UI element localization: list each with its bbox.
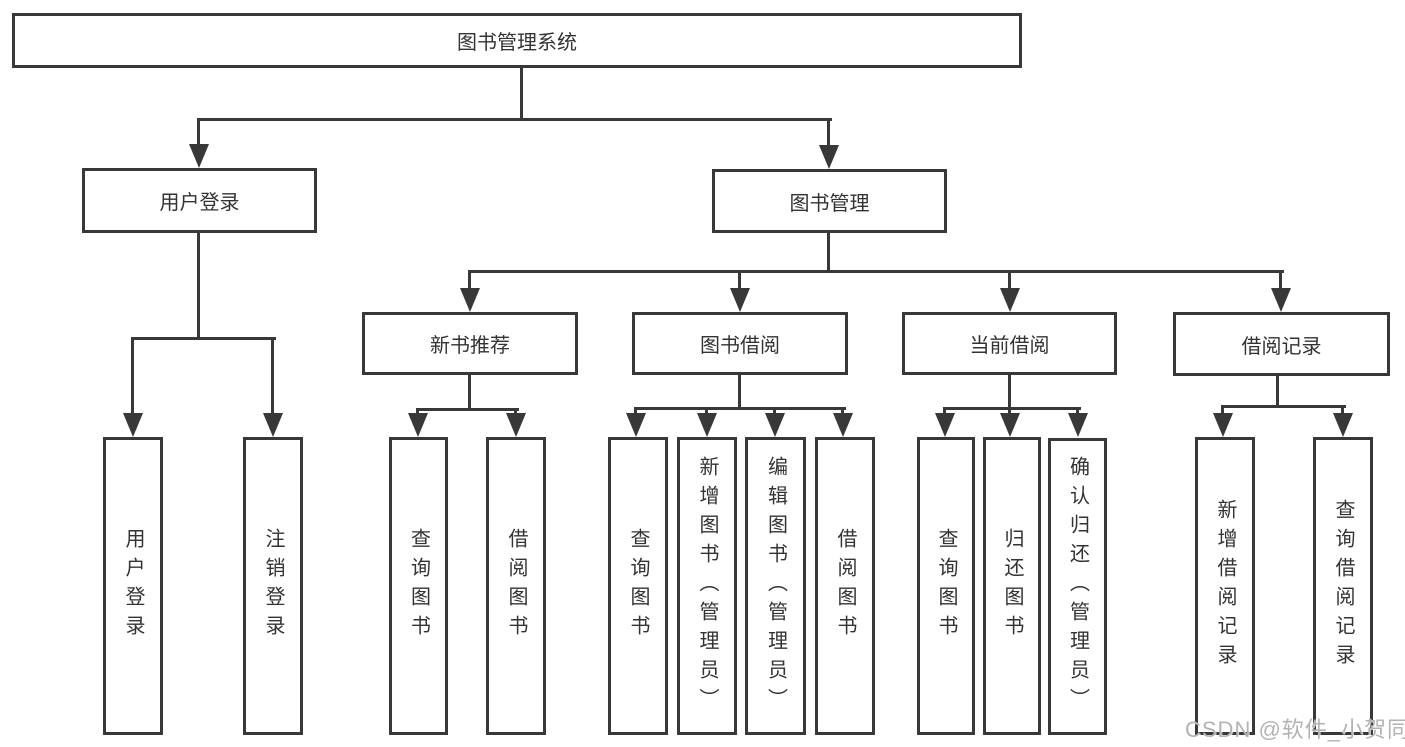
node-borrowing-records-label: 借阅记录 [1241, 335, 1322, 358]
leaf-nbr-query-books: 查询图书 [389, 437, 448, 735]
connector-line [1008, 375, 1011, 410]
arrow-down-icon [765, 413, 785, 437]
leaf-logout-label: 注销登录 [262, 528, 284, 644]
connector-line [738, 375, 741, 410]
leaf-bb-query-books-label: 查询图书 [627, 528, 649, 644]
arrow-down-icon [697, 413, 717, 437]
leaf-user-login-label: 用户登录 [122, 528, 144, 644]
connector-line [1008, 407, 1011, 416]
leaf-nbr-borrow-books: 借阅图书 [486, 437, 546, 735]
connector-line [514, 408, 517, 416]
connector-line [1341, 405, 1344, 416]
leaf-cb-return-books: 归还图书 [983, 437, 1041, 735]
connector-line [1221, 405, 1346, 408]
arrow-down-icon [1000, 288, 1020, 312]
connector-line [634, 407, 637, 416]
leaf-nbr-query-books-label: 查询图书 [407, 528, 430, 644]
leaf-cb-return-books-label: 归还图书 [1001, 528, 1023, 644]
leaf-bb-query-books: 查询图书 [608, 437, 668, 735]
connector-line [416, 408, 519, 411]
leaf-logout: 注销登录 [243, 437, 303, 735]
connector-line [468, 375, 471, 411]
leaf-bb-borrow-books-label: 借阅图书 [834, 528, 856, 644]
leaf-cb-confirm-return-label: 确认归还（管理员） [1066, 456, 1089, 717]
connector-line [131, 337, 134, 415]
arrow-down-icon [819, 145, 839, 169]
arrow-down-icon [506, 413, 526, 437]
arrow-down-icon [1271, 288, 1291, 312]
connector-line [416, 408, 419, 416]
connector-line [1076, 407, 1079, 416]
connector-line [943, 407, 946, 416]
arrow-down-icon [833, 413, 853, 437]
leaf-user-login: 用户登录 [103, 437, 163, 735]
node-borrowing-records: 借阅记录 [1173, 312, 1390, 376]
connector-line [520, 68, 523, 120]
connector-line [705, 407, 708, 416]
node-new-book-recommendation: 新书推荐 [362, 312, 578, 375]
connector-line [841, 407, 844, 416]
arrow-down-icon [460, 288, 480, 312]
connector-line [468, 270, 1284, 273]
leaf-cb-query-books: 查询图书 [917, 437, 975, 735]
connector-line [827, 118, 830, 146]
node-user-login-label: 用户登录 [159, 192, 240, 214]
leaf-bb-borrow-books: 借阅图书 [815, 437, 875, 735]
leaf-br-add-record: 新增借阅记录 [1195, 437, 1255, 735]
arrow-down-icon [1333, 413, 1353, 437]
leaf-bb-add-books-label: 新增图书（管理员） [696, 455, 718, 717]
connector-line [1276, 375, 1279, 408]
arrow-down-icon [730, 288, 750, 312]
connector-line [271, 337, 274, 415]
node-book-borrowing: 图书借阅 [632, 312, 848, 375]
node-book-management-label: 图书管理 [789, 192, 870, 215]
connector-line [1279, 270, 1282, 290]
arrow-down-icon [263, 413, 283, 437]
leaf-bb-edit-books: 编辑图书（管理员） [745, 437, 806, 735]
node-book-borrowing-label: 图书借阅 [700, 335, 780, 357]
leaf-bb-edit-books-label: 编辑图书（管理员） [764, 455, 787, 717]
leaf-br-query-record: 查询借阅记录 [1313, 437, 1373, 735]
node-current-borrowing: 当前借阅 [902, 312, 1117, 375]
arrow-down-icon [189, 144, 209, 168]
arrow-down-icon [123, 413, 143, 437]
connector-line [738, 270, 741, 290]
node-root-label: 图书管理系统 [457, 32, 577, 54]
leaf-bb-add-books: 新增图书（管理员） [677, 437, 737, 735]
leaf-br-query-record-label: 查询借阅记录 [1332, 499, 1354, 673]
connector-line [1008, 270, 1011, 290]
arrow-down-icon [1068, 413, 1088, 437]
node-current-borrowing-label: 当前借阅 [969, 335, 1050, 357]
connector-line [773, 407, 776, 416]
connector-line [943, 407, 1081, 410]
leaf-cb-query-books-label: 查询图书 [935, 528, 957, 644]
leaf-nbr-borrow-books-label: 借阅图书 [505, 528, 527, 644]
node-book-management: 图书管理 [712, 169, 947, 233]
connector-line [197, 118, 832, 121]
arrow-down-icon [935, 413, 955, 437]
leaf-br-add-record-label: 新增借阅记录 [1214, 499, 1236, 673]
csdn-watermark: CSDN @软件_小贺同学 [1185, 717, 1405, 742]
node-new-book-recommendation-label: 新书推荐 [430, 335, 510, 357]
connector-line [827, 233, 830, 273]
arrow-down-icon [1213, 413, 1233, 437]
connector-line [131, 337, 276, 340]
arrow-down-icon [1000, 413, 1020, 437]
node-root: 图书管理系统 [12, 13, 1022, 68]
connector-line [197, 233, 200, 340]
connector-line [634, 407, 846, 410]
connector-line [197, 118, 200, 146]
node-user-login: 用户登录 [82, 168, 317, 233]
leaf-cb-confirm-return: 确认归还（管理员） [1048, 438, 1107, 735]
connector-line [1221, 405, 1224, 416]
connector-line [468, 270, 471, 290]
arrow-down-icon [626, 413, 646, 437]
arrow-down-icon [408, 413, 428, 437]
